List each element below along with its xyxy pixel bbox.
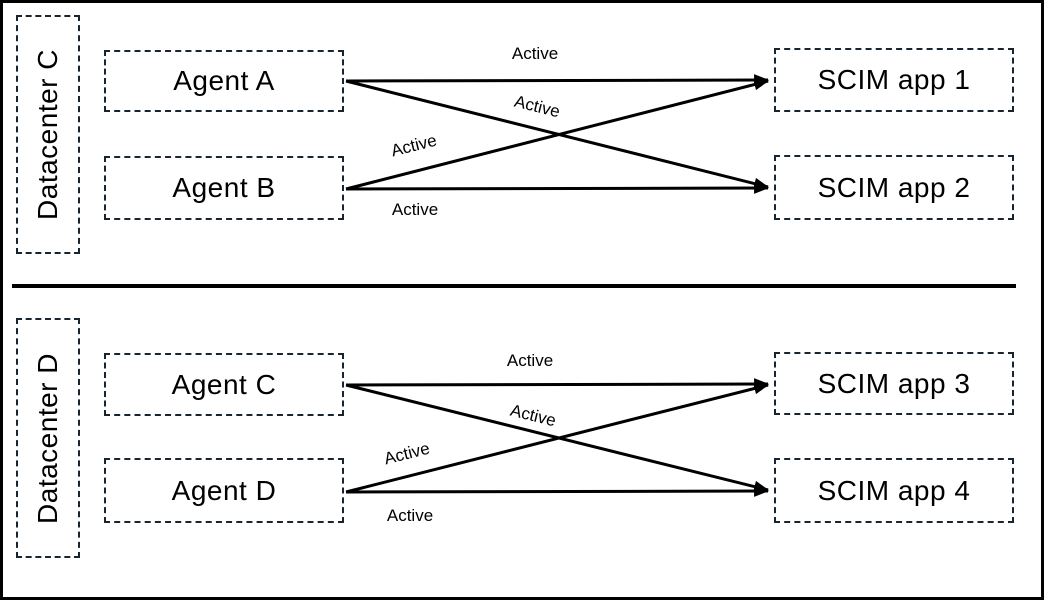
agent-d-label: Agent D bbox=[171, 474, 277, 506]
node-scim-app-2: SCIM app 2 bbox=[774, 155, 1014, 220]
node-scim-app-4: SCIM app 4 bbox=[774, 458, 1014, 523]
arrow-agent-c-to-scim-app-3 bbox=[345, 378, 770, 390]
arrow-agent-a-to-scim-app-1 bbox=[345, 74, 770, 86]
connection-label-agent-a-scim-app-1: Active bbox=[511, 44, 559, 63]
agent-b-label: Agent B bbox=[172, 172, 276, 203]
connection-label-agent-d-scim-app-3: Active bbox=[382, 438, 432, 469]
arrow-agent-d-to-scim-app-3 bbox=[345, 382, 770, 494]
arrow-agent-c-to-scim-app-4 bbox=[345, 383, 770, 493]
connection-label-agent-c-scim-app-4: Active bbox=[508, 400, 558, 431]
connection-label-agent-d-scim-app-4: Active bbox=[386, 506, 434, 525]
scim-app-4-label: SCIM app 4 bbox=[817, 474, 971, 506]
arrow-agent-b-to-scim-app-2 bbox=[345, 182, 770, 194]
node-scim-app-1: SCIM app 1 bbox=[774, 48, 1014, 112]
node-agent-a: Agent A bbox=[104, 50, 344, 112]
arrow-agent-b-to-scim-app-1 bbox=[345, 78, 770, 191]
datacenter-d-label: Datacenter D bbox=[32, 352, 63, 524]
scim-app-3-label: SCIM app 3 bbox=[817, 367, 971, 399]
scim-app-2-label: SCIM app 2 bbox=[817, 171, 971, 203]
node-datacenter-c: Datacenter C bbox=[16, 15, 80, 254]
scim-app-1-label: SCIM app 1 bbox=[817, 64, 971, 95]
connection-label-agent-b-scim-app-2: Active bbox=[391, 200, 439, 219]
arrow-agent-a-to-scim-app-2 bbox=[345, 79, 770, 190]
node-agent-d: Agent D bbox=[104, 458, 344, 523]
node-datacenter-d: Datacenter D bbox=[16, 318, 80, 558]
node-scim-app-3: SCIM app 3 bbox=[774, 352, 1014, 415]
node-agent-c: Agent C bbox=[104, 353, 344, 416]
connection-label-agent-a-scim-app-2: Active bbox=[512, 91, 562, 122]
datacenter-c-label: Datacenter C bbox=[32, 49, 63, 220]
connection-label-agent-b-scim-app-1: Active bbox=[389, 130, 439, 161]
agent-c-label: Agent C bbox=[171, 368, 277, 400]
agent-a-label: Agent A bbox=[173, 65, 275, 96]
connection-label-agent-c-scim-app-3: Active bbox=[506, 351, 554, 370]
arrow-agent-d-to-scim-app-4 bbox=[345, 485, 770, 497]
node-agent-b: Agent B bbox=[104, 156, 344, 220]
